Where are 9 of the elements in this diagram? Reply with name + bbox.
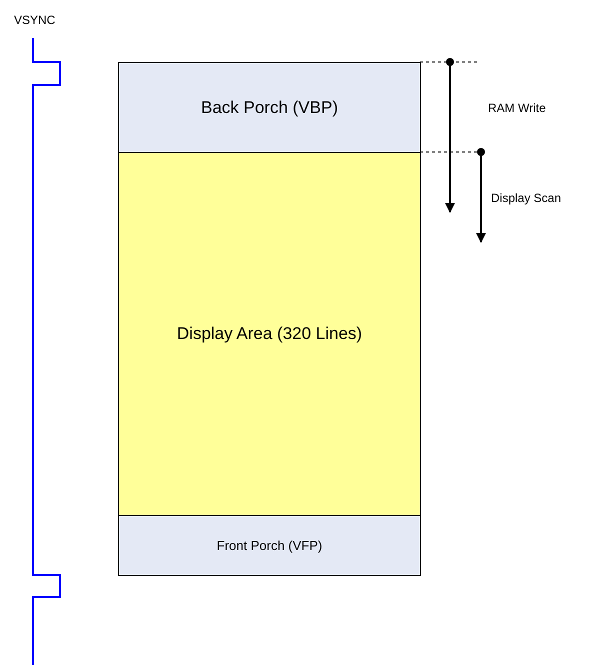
region-band [118, 152, 421, 516]
region-band [118, 62, 421, 153]
scan-label: RAM Write [488, 101, 546, 115]
region-label: Display Area (320 Lines) [176, 324, 362, 344]
region-label: Front Porch (VFP) [216, 538, 322, 553]
region-band [118, 515, 421, 576]
scan-label: Display Scan [491, 191, 562, 205]
signal-name: VSYNC [14, 13, 56, 27]
region-label: Back Porch (VBP) [201, 98, 338, 118]
